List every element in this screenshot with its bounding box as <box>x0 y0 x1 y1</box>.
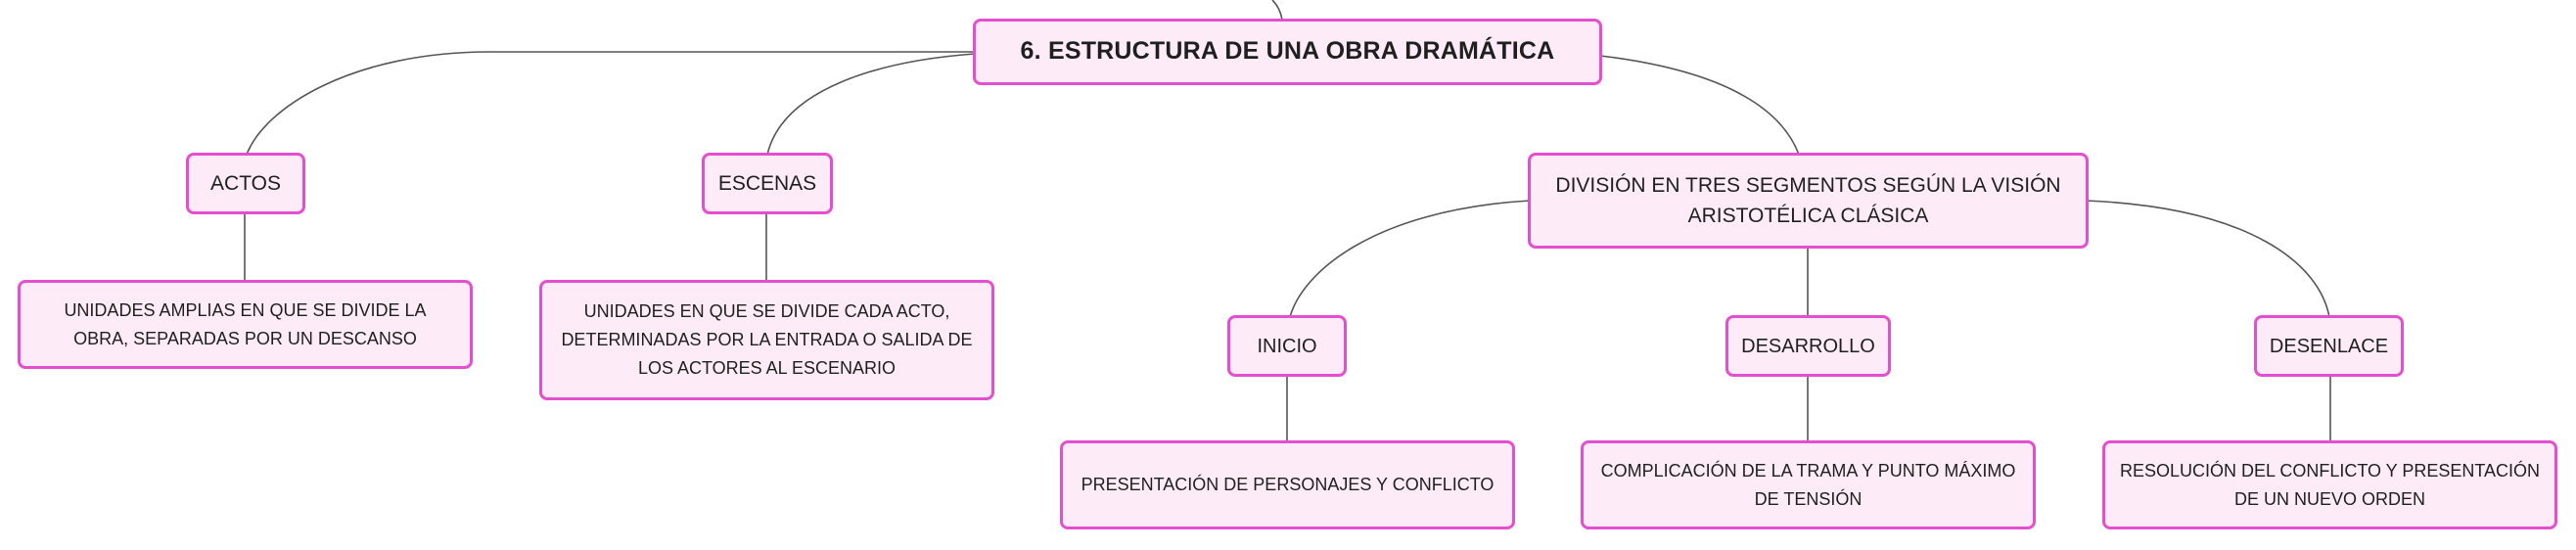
connector-root-top <box>1271 0 1283 21</box>
node-actos-detail[interactable]: UNIDADES AMPLIAS EN QUE SE DIVIDE LA OBR… <box>18 280 473 369</box>
node-inicio-detail-text: PRESENTACIÓN DE PERSONAJES Y CONFLICTO <box>1081 475 1495 495</box>
node-division-label: DIVISIÓN EN TRES SEGMENTOS SEGÚN LA VISI… <box>1555 173 2061 228</box>
node-desenlace-label: DESENLACE <box>2269 335 2389 357</box>
node-desenlace-detail[interactable]: RESOLUCIÓN DEL CONFLICTO Y PRESENTACIÓN … <box>2102 440 2557 529</box>
node-actos-detail-text: UNIDADES AMPLIAS EN QUE SE DIVIDE LA OBR… <box>64 299 427 348</box>
node-escenas-detail-text: UNIDADES EN QUE SE DIVIDE CADA ACTO, DET… <box>561 301 973 378</box>
node-desenlace-detail-text: RESOLUCIÓN DEL CONFLICTO Y PRESENTACIÓN … <box>2119 460 2541 509</box>
node-escenas-label: ESCENAS <box>717 171 817 195</box>
node-desarrollo[interactable]: DESARROLLO <box>1725 315 1891 377</box>
connector-root-escenas <box>766 53 976 156</box>
node-desarrollo-detail[interactable]: COMPLICACIÓN DE LA TRAMA Y PUNTO MÁXIMO … <box>1581 440 2036 529</box>
node-escenas[interactable]: ESCENAS <box>702 153 833 214</box>
connector-root-actos <box>246 51 975 156</box>
node-desarrollo-detail-text: COMPLICACIÓN DE LA TRAMA Y PUNTO MÁXIMO … <box>1600 460 2016 509</box>
node-division[interactable]: DIVISIÓN EN TRES SEGMENTOS SEGÚN LA VISI… <box>1528 153 2089 249</box>
connector-division-desenlace <box>2085 200 2330 318</box>
node-escenas-detail[interactable]: UNIDADES EN QUE SE DIVIDE CADA ACTO, DET… <box>539 280 994 400</box>
root-node-label: 6. ESTRUCTURA DE UNA OBRA DRAMÁTICA <box>1020 37 1555 66</box>
connector-division-inicio <box>1289 200 1531 318</box>
root-node[interactable]: 6. ESTRUCTURA DE UNA OBRA DRAMÁTICA <box>973 19 1602 85</box>
node-inicio[interactable]: INICIO <box>1227 315 1347 377</box>
connector-root-division <box>1599 55 1800 156</box>
node-actos-label: ACTOS <box>210 171 281 195</box>
node-actos[interactable]: ACTOS <box>186 153 305 214</box>
node-inicio-detail[interactable]: PRESENTACIÓN DE PERSONAJES Y CONFLICTO <box>1060 440 1515 529</box>
node-desenlace[interactable]: DESENLACE <box>2254 315 2404 377</box>
node-desarrollo-label: DESARROLLO <box>1741 335 1875 357</box>
node-inicio-label: INICIO <box>1257 335 1317 357</box>
